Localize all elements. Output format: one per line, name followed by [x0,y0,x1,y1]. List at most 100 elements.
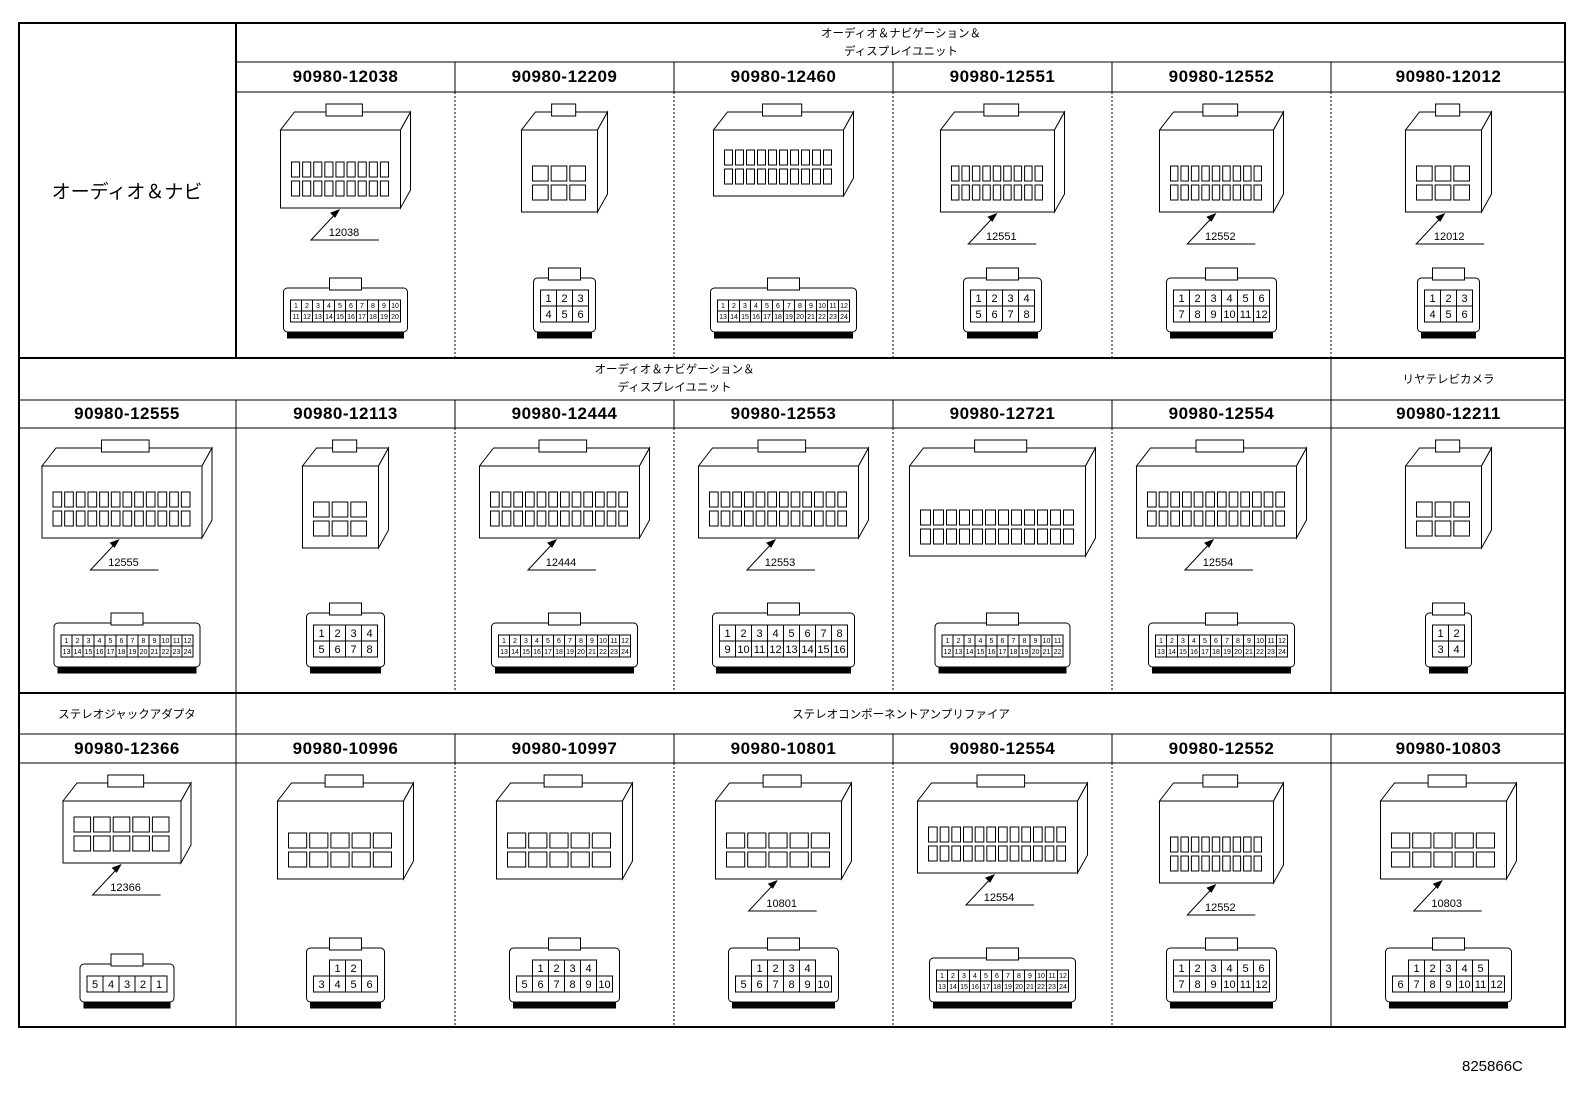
pin-number: 17 [358,314,366,321]
pin-number: 14 [1168,649,1176,656]
group-header: ステレオコンポーネントアンプリファイア [792,707,1010,721]
part-number: 90980-12460 [730,67,837,86]
pin-number: 21 [1026,984,1034,991]
pin-number: 11 [1054,638,1061,645]
pin-number: 9 [1445,979,1451,991]
pin-number: 11 [1267,638,1274,645]
pin-cell [1448,640,1465,658]
pin-number: 1 [946,638,950,645]
part-number: 90980-10997 [511,738,618,758]
pin-number: 7 [1178,309,1184,321]
pin-number: 2 [1453,628,1459,640]
pin-number: 7 [350,644,356,656]
pin-number: 20 [140,649,148,656]
pin-number: 4 [535,638,539,645]
connector-code: 12366 [110,882,141,894]
pin-cell [1051,645,1064,658]
pin-number: 6 [120,638,124,645]
pin-number: 1 [1159,638,1163,645]
pin-number: 24 [184,649,192,656]
pin-number: 19 [566,649,574,656]
pin-number: 14 [949,984,957,991]
pin-number: 4 [1226,293,1232,305]
pin-cell [1018,305,1035,323]
connector-code: 12552 [1205,231,1236,243]
pin-number: 6 [577,309,583,321]
pin-cell [1488,975,1505,993]
pin-cell [572,305,589,323]
pin-number: 4 [772,628,778,640]
pin-number: 22 [1054,649,1062,656]
pin-number: 18 [369,314,377,321]
pin-number: 12 [1255,309,1267,321]
pin-number: 3 [350,628,356,640]
connector-code: 12552 [1205,902,1236,914]
pin-number: 4 [585,963,591,975]
pin-number: 6 [334,644,340,656]
pin-number: 13 [785,644,797,656]
pin-number: 10 [1043,638,1051,645]
pin-number: 20 [391,314,399,321]
pin-cell [1456,305,1473,323]
pin-number: 8 [836,628,842,640]
pin-number: 7 [1007,309,1013,321]
pin-number: 3 [1181,638,1185,645]
pin-number: 10 [1458,979,1470,991]
part-number: 90980-12554 [1168,404,1275,423]
pin-number: 20 [1015,984,1023,991]
pin-number: 1 [1429,293,1435,305]
pin-cell [1253,305,1270,323]
pin-cell [815,975,832,993]
pin-number: 3 [1210,293,1216,305]
pin-number: 4 [1453,644,1459,656]
pin-number: 11 [1240,979,1251,991]
pin-number: 2 [553,963,559,975]
pin-number: 24 [840,314,848,321]
pin-number: 11 [1240,309,1251,321]
pin-number: 20 [796,314,804,321]
row-label: オーディオ＆ナビ [51,181,203,203]
part-number: 90980-10996 [292,738,399,758]
pin-number: 9 [590,638,594,645]
pin-number: 5 [1203,638,1207,645]
pin-cell [1253,975,1270,993]
pin-number: 11 [173,638,180,645]
pin-number: 6 [537,979,543,991]
pin-number: 2 [772,963,778,975]
pin-number: 6 [1001,638,1005,645]
pin-number: 1 [156,979,162,991]
pin-number: 15 [977,649,985,656]
pin-number: 2 [951,973,955,980]
pin-number: 16 [1190,649,1198,656]
pin-number: 8 [1236,638,1240,645]
pin-number: 17 [763,314,771,321]
pin-number: 12 [1059,973,1067,980]
pin-number: 1 [334,963,340,975]
pin-number: 10 [1223,979,1235,991]
pin-number: 6 [776,303,780,310]
pin-number: 8 [366,644,372,656]
pin-number: 19 [129,649,137,656]
pin-number: 11 [829,303,836,310]
pin-number: 3 [1210,963,1216,975]
pin-number: 1 [502,638,506,645]
pin-number: 9 [1210,309,1216,321]
pin-number: 4 [979,638,983,645]
pin-number: 20 [577,649,585,656]
pin-number: 2 [1170,638,1174,645]
pin-cell [150,975,168,993]
pin-number: 9 [153,638,157,645]
pin-number: 10 [1037,973,1045,980]
pin-number: 7 [772,979,778,991]
connector-code: 12554 [1202,557,1234,569]
pin-number: 9 [1247,638,1251,645]
pin-cell [1276,645,1288,658]
pin-number: 21 [588,649,596,656]
pin-cell [619,645,631,658]
pin-number: 11 [754,644,765,656]
connector-code: 10803 [1431,898,1462,910]
pin-number: 2 [305,303,309,310]
